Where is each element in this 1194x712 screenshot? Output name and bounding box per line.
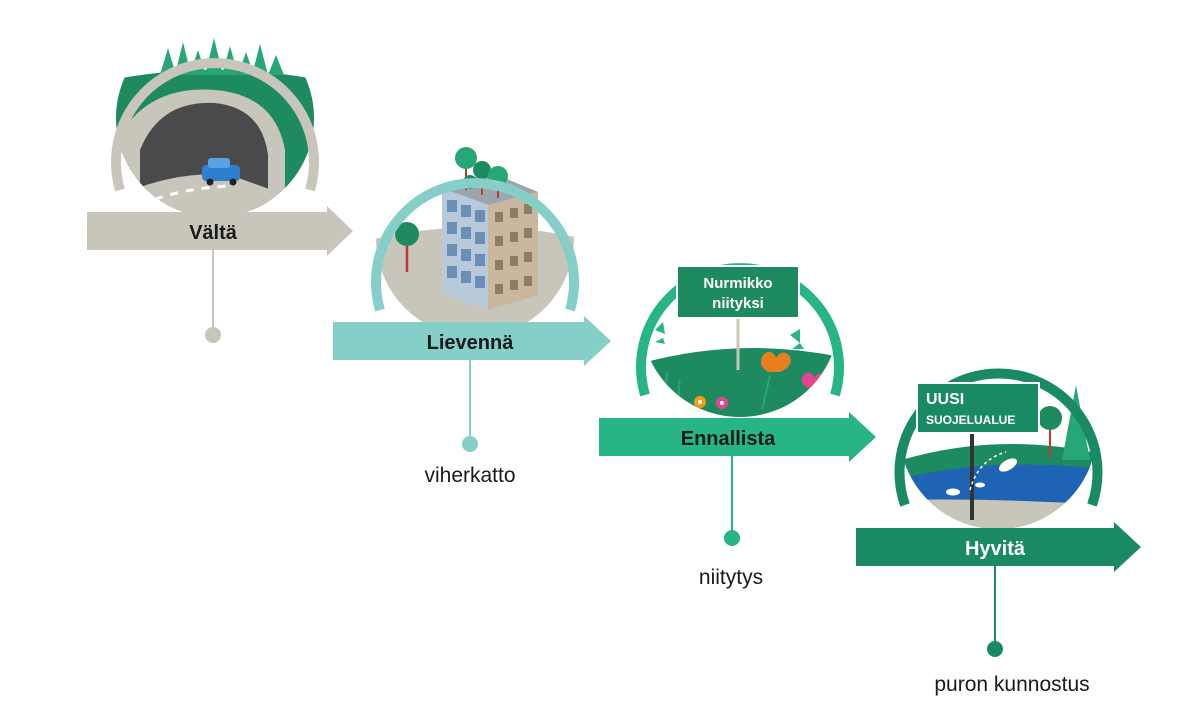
step-arrow-lievenna — [333, 316, 611, 366]
step-lievenna: Lievennä viherkatto — [333, 316, 611, 487]
step-label-valta: Vältä — [189, 222, 238, 244]
illustration-stream: UUSI SUOJELUALUE — [894, 331, 1103, 529]
protected-sign-line1: UUSI — [926, 391, 964, 408]
connector-dot — [987, 641, 1003, 657]
step-valta: Vältä — [87, 206, 353, 343]
trees — [1038, 385, 1090, 460]
fish-icon — [946, 451, 1018, 496]
stream-water — [899, 464, 1097, 505]
step-label-ennallista: Ennallista — [681, 428, 776, 450]
step-arrow-ennallista — [599, 412, 876, 462]
meadow-sign-line1: Nurmikko — [703, 275, 772, 292]
illustration-meadow: Nurmikko niityksi — [636, 219, 844, 417]
car-icon — [202, 158, 240, 186]
illustration-green-roof — [371, 139, 579, 337]
protected-sign-line2: SUOJELUALUE — [926, 413, 1015, 427]
meadow-sign-line2: niityksi — [712, 295, 764, 312]
step-arrow-valta — [87, 206, 353, 256]
connector-dot — [205, 327, 221, 343]
connector-dot — [462, 436, 478, 452]
step-arrow-hyvita — [856, 522, 1141, 572]
butterfly-icon — [655, 322, 665, 344]
step-hyvita: Hyvitä puron kunnostus — [856, 522, 1141, 696]
illustration-tunnel — [111, 19, 319, 217]
step-note-ennallista: niitytys — [699, 566, 763, 589]
step-label-lievenna: Lievennä — [427, 332, 515, 354]
step-ennallista: Ennallista niitytys — [599, 412, 876, 589]
meadow-sign: Nurmikko niityksi — [676, 265, 800, 319]
step-note-hyvita: puron kunnostus — [934, 673, 1089, 696]
tree-icon — [395, 222, 419, 272]
butterfly-icon — [790, 329, 804, 349]
step-label-hyvita: Hyvitä — [965, 538, 1026, 560]
protected-area-sign: UUSI SUOJELUALUE — [916, 382, 1040, 434]
step-note-lievenna: viherkatto — [424, 464, 515, 487]
connector-dot — [724, 530, 740, 546]
